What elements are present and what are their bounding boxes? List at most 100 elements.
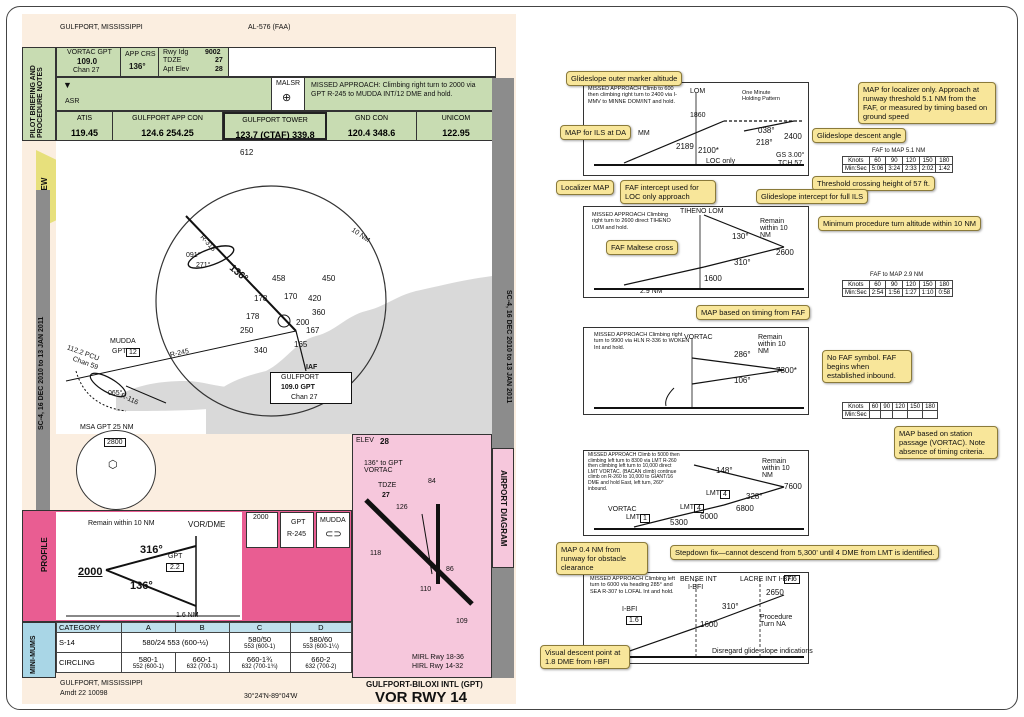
min-circ-a-main: 580-1 [138,655,158,664]
comm-app-con-name: GULFPORT APP CON [132,115,203,122]
p1-knots-4: 150 [918,156,937,165]
minimums-table: CATEGORY A B C D S-14 580/24 553 (600-½)… [56,622,353,673]
p1-mm: MM [638,130,650,137]
ad-elev-109: 109 [456,618,468,625]
p1-time-1: 5:06 [868,164,887,173]
mini-hold-icon: ⊂⊃ [325,529,342,540]
p2-missed: MISSED APPROACH Climbing right turn to 2… [592,212,671,231]
p2-time-5: 0:58 [935,288,954,297]
p3-time-2 [880,410,894,419]
min-circ-name: CIRCLING [56,652,122,673]
mudda-gpt-label: GPT [112,348,127,355]
min-circ-d-sub: 632 (700-2) [305,664,337,670]
p1-knots-3: 120 [902,156,920,165]
mini-mudda: MUDDA [320,517,346,524]
p2-knots-3: 120 [902,280,920,289]
comm-gnd-con: GND CON 120.4 348.6 [327,112,417,140]
min-circ-a-sub: 552 (600-1) [132,664,164,670]
p3-vortac: VORTAC [684,334,713,341]
min-s14-name: S-14 [56,632,122,653]
callout-faf-maltese: FAF Maltese cross [606,240,679,255]
p4-pt [723,486,785,506]
p2-remain: Remain within 10 NM [760,218,788,239]
ad-elev-86: 86 [446,566,454,573]
malsr-cell: MALSR ⊕ [271,78,305,110]
p1-alt-2400: 2400 [784,132,802,141]
min-s14-c-sub: 553 (600-1) [244,644,276,650]
p5-lacre-dme: 7.6 [784,575,800,584]
callout-gs-intercept: Glideslope intercept for full ILS [756,189,869,204]
p5-intermediate [703,594,785,626]
footer-coordinates: 30°24'N-89°04'W [244,693,298,700]
p1-time-5: 1:42 [935,164,954,173]
app-crs-label: APP CRS [125,51,156,58]
comm-tower: GULFPORT TOWER 123.7 (CTAF) 339.8 [223,112,327,140]
cycle-right-label: SC-4, 16 DEC 2010 to 13 JAN 2011 [505,290,512,404]
p4-alt-7600: 7600 [784,482,802,491]
p4-lmt1-dme: 1 [640,514,650,523]
airport-diagram-label: AIRPORT DIAGRAM [499,470,508,547]
p3-alt-7300: 7300* [776,366,797,375]
callout-threshold-crossing: Threshold crossing height of 57 ft. [812,176,935,191]
callout-faf-intercept: FAF intercept used for LOC only approach [620,180,716,204]
profile-gpt-dme: 2.2 [166,563,184,572]
profile-distance: 1.6 NM [176,612,199,619]
callout-map-ils-da: MAP for ILS at DA [560,125,632,140]
rwy-ldg-label: Rwy Idg [163,49,189,56]
p1-time-3: 2:33 [902,164,920,173]
p3-knots-4: 150 [907,402,924,411]
p1-table-title: FAF to MAP 5.1 NM [872,148,926,154]
vortac-label: VORTAC GPT [67,49,112,56]
obstacle-170: 170 [284,292,298,301]
p4-step [673,504,725,518]
elev-label: ELEV [356,437,374,444]
comm-gnd-freq: 120.4 348.6 [347,128,396,138]
p3-knots-1: 60 [868,402,882,411]
obstacle-167: 167 [306,326,320,335]
min-circ-c-sub: 632 (700-1¾) [241,664,278,670]
p5-alt-1600: 1600 [700,620,718,629]
p1-glideslope [623,120,725,164]
malsr-lighting-icon: ⊕ [282,92,292,104]
crs-to-vortac: 136° to GPT VORTAC [364,460,403,474]
p3-knots-5: 180 [922,402,939,411]
p2-knots-2: 90 [885,280,904,289]
p4-alt-6800: 6800 [736,504,754,513]
obstacle-450: 450 [322,274,336,283]
p3-missed-arrow [665,387,675,407]
p3-remain: Remain within 10 NM [758,334,786,355]
p4-outbound [693,464,785,488]
min-circ-b-sub: 632 (700-1) [186,664,218,670]
profile-gpt-label: GPT [168,553,183,560]
p5-ibfi: I-BFI [688,584,704,591]
holding-pattern [187,245,235,269]
rwy-lights-1: MIRL Rwy 18-36 [412,654,464,661]
obstacle-178b: 178 [246,312,260,321]
p3-outbound [691,357,785,371]
p3-time-h: Min:Sec [842,410,870,419]
profile-vordme: VOR/DME [188,520,226,529]
briefing-side-tab [22,47,56,141]
rwy-ldg-value: 9002 [205,49,221,56]
p4-lmt4b: LMT [706,490,720,497]
p5-vdp-dme: 1.6 [626,616,642,625]
asr-label: ASR [65,98,80,105]
p1-hold-out [743,120,795,132]
airport-diagram-drawing [364,498,474,606]
p5-missed: MISSED APPROACH Climbing left turn to 60… [590,576,675,595]
obstacle-178a: 178 [254,294,268,303]
p3-time-3 [892,410,909,419]
profile-crs-316: 316° [140,544,163,556]
footer-title: VOR RWY 14 [375,689,467,706]
profile-crs-136: 136° [130,580,153,592]
comm-tower-name: GULFPORT TOWER [242,117,308,124]
min-header-c: C [228,622,291,633]
